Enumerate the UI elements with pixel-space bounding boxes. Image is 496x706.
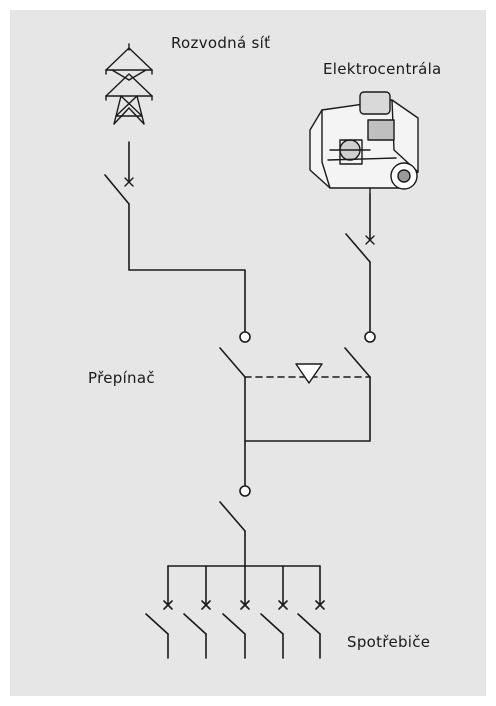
consumer-circuit <box>145 565 173 659</box>
terminal-circle <box>364 331 376 343</box>
consumer-circuit <box>222 565 250 659</box>
interlock-triangle <box>295 363 323 384</box>
consumer-circuit <box>297 565 325 659</box>
terminal-circle <box>239 485 251 497</box>
consumer-circuit <box>183 565 211 659</box>
consumers-label: Spotřebiče <box>347 633 431 651</box>
changeover-switch <box>219 347 371 497</box>
power-pylon-icon <box>105 43 153 125</box>
consumer-circuit <box>260 565 288 659</box>
generator-label: Elektrocentrála <box>323 60 442 78</box>
breaker-x-mark <box>365 235 375 245</box>
grid-label: Rozvodná síť <box>171 34 271 52</box>
breaker-x-mark <box>124 177 134 187</box>
grid-branch <box>104 141 251 343</box>
terminal-circle <box>239 331 251 343</box>
switch-label: Přepínač <box>88 369 155 387</box>
consumer-circuits <box>145 565 325 659</box>
generator-icon <box>309 91 419 195</box>
main-output-breaker <box>167 501 321 567</box>
generator-branch <box>345 193 376 343</box>
